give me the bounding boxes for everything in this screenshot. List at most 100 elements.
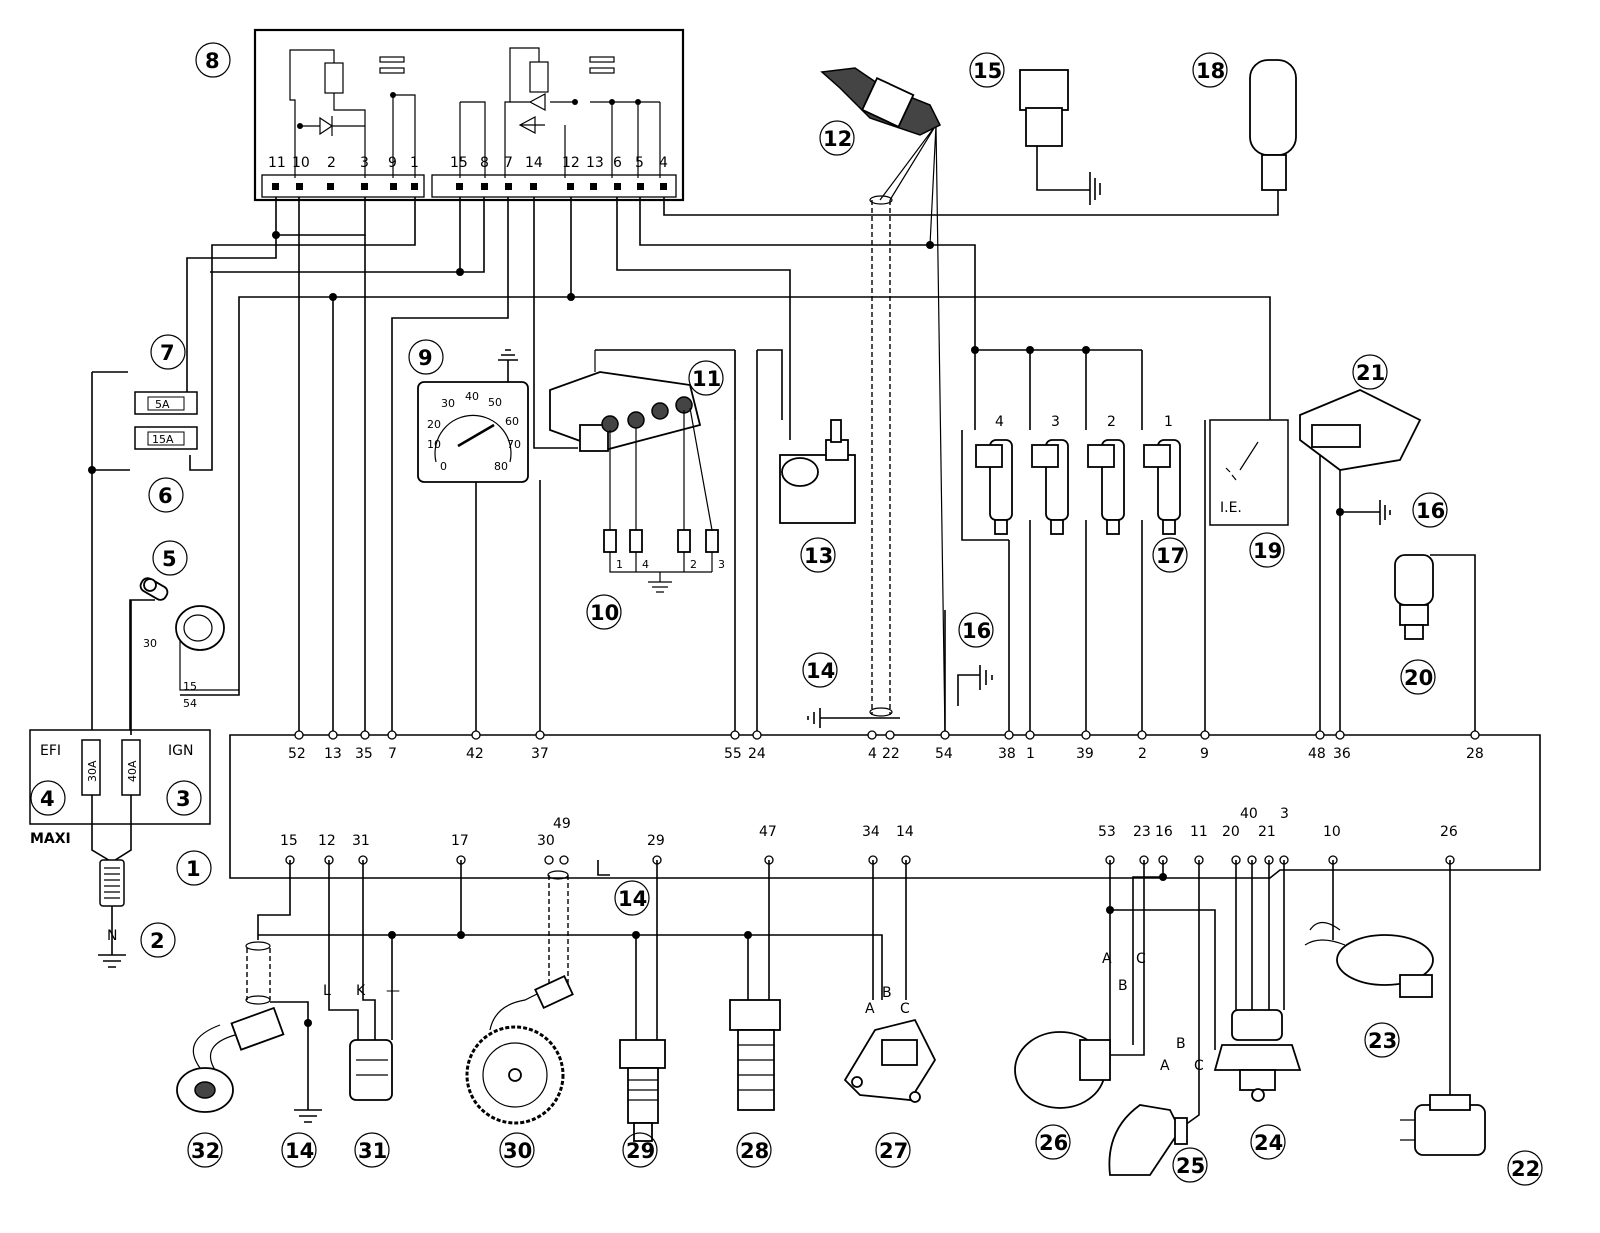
- diagnostic-module: [1299, 389, 1422, 525]
- ecu-pin-52: 52: [288, 746, 306, 762]
- callout-31: 31: [354, 1132, 390, 1168]
- callout-23: 23: [1364, 1022, 1400, 1058]
- ecu-pin-35: 35: [355, 746, 373, 762]
- fuel-injectors: 4 3 2 1: [975, 414, 1181, 535]
- efi-label: EFI: [40, 743, 61, 759]
- relay-pin-3: 3: [360, 155, 369, 171]
- callout-19-text: 19: [1253, 539, 1282, 563]
- ecu-top-terminals: [294, 730, 1480, 740]
- relay-pin-labels: 11 10 2 3 9 1 15 8 7 14 12 13 6 5 4: [268, 155, 668, 171]
- callout-3: 3: [166, 780, 202, 816]
- ground-14-lower: [294, 1109, 322, 1123]
- spark-plugs: 1 4 2 3: [603, 529, 725, 593]
- callout-19: 19: [1249, 532, 1285, 568]
- callout-27-text: 27: [879, 1139, 908, 1163]
- upper-wiring: [88, 124, 1476, 736]
- callout-3-text: 3: [176, 787, 191, 811]
- callout-14b-text: 14: [618, 887, 647, 911]
- callout-28-text: 28: [740, 1139, 769, 1163]
- callout-8: 8: [195, 42, 231, 78]
- ecu-pin-4: 4: [868, 746, 877, 762]
- callout-4-text: 4: [40, 787, 55, 811]
- callout-4: 4: [30, 780, 66, 816]
- callout-14b: 14: [614, 880, 650, 916]
- spark-plug-1-label: 1: [616, 558, 623, 571]
- callout-24: 24: [1250, 1124, 1286, 1160]
- spark-plug-4-label: 4: [642, 558, 649, 571]
- relay-pin-12: 12: [562, 155, 580, 171]
- map-gauge: 0 10 20 30 40 50 60 70 80: [417, 349, 529, 612]
- ecu-box: [229, 734, 1541, 879]
- injector-2: [1087, 439, 1125, 535]
- ign-terminal-30: 30: [143, 637, 157, 650]
- fuel-pump: [779, 419, 856, 524]
- callout-16a: 16: [958, 612, 994, 648]
- injector-3: [1031, 439, 1069, 535]
- lower-wiring: [245, 860, 1451, 1126]
- callout-29-text: 29: [626, 1139, 655, 1163]
- battery-negative-label: N: [107, 928, 117, 944]
- ecu-pin-38: 38: [998, 746, 1016, 762]
- callout-15-text: 15: [973, 59, 1002, 83]
- callout-5-text: 5: [162, 547, 177, 571]
- callout-32: 32: [187, 1132, 223, 1168]
- gauge-scale-80: 80: [494, 460, 508, 473]
- callout-26: 26: [1035, 1124, 1071, 1160]
- wire-letter-l: L: [323, 983, 331, 999]
- throttle-position-sensor: A B C: [843, 985, 937, 1103]
- callout-9-text: 9: [418, 346, 433, 370]
- callout-11: 11: [688, 360, 724, 396]
- sensor-31: L K —: [323, 983, 400, 1101]
- temperature-sensor-29: [619, 1039, 666, 1142]
- fuse-5a-label: 5A: [155, 398, 170, 411]
- injection-warning-lamp: I.E.: [1209, 419, 1289, 526]
- callout-11-text: 11: [692, 367, 721, 391]
- ecu-pin-b31: 31: [352, 833, 370, 849]
- callout-20: 20: [1400, 659, 1436, 695]
- ecu-pin-b29: 29: [647, 833, 665, 849]
- relay-pin-4: 4: [659, 155, 668, 171]
- relay-pin-9: 9: [388, 155, 397, 171]
- callout-13: 13: [800, 537, 836, 573]
- callout-18-text: 18: [1196, 59, 1225, 83]
- ecu-pin-b16: 16: [1155, 824, 1173, 840]
- sensor26-wire-c: C: [1136, 951, 1146, 967]
- injector-1-label: 1: [1164, 414, 1173, 430]
- ign-label: IGN: [168, 743, 193, 759]
- callout-6-text: 6: [158, 484, 173, 508]
- callout-23-text: 23: [1368, 1029, 1397, 1053]
- callout-26-text: 26: [1039, 1131, 1068, 1155]
- temperature-sensor-28: [729, 999, 781, 1111]
- callout-30-text: 30: [503, 1139, 532, 1163]
- callout-6: 6: [148, 477, 184, 513]
- gauge-scale-20: 20: [427, 418, 441, 431]
- callout-17: 17: [1152, 537, 1188, 573]
- callout-25: 25: [1172, 1147, 1208, 1183]
- ecu-pin-22: 22: [882, 746, 900, 762]
- ground-14-upper: [807, 708, 821, 728]
- relay-pin-2: 2: [327, 155, 336, 171]
- ecu-pin-1: 1: [1026, 746, 1035, 762]
- coolant-temp-sensor: [820, 67, 942, 136]
- tps-wire-c: C: [900, 1001, 910, 1017]
- callout-2-text: 2: [150, 929, 165, 953]
- ignition-coil: 1 4 2 3: [549, 350, 736, 593]
- callout-12: 12: [819, 120, 855, 156]
- relay-pin-15: 15: [450, 155, 468, 171]
- callout-25-text: 25: [1176, 1154, 1205, 1178]
- callout-29: 29: [622, 1132, 658, 1168]
- ecu-pin-b53: 53: [1098, 824, 1116, 840]
- ecu-pin-b26: 26: [1440, 824, 1458, 840]
- ground-16-lower: [979, 665, 993, 690]
- wire-letter-dash: —: [386, 983, 400, 999]
- ecu-pin-b12: 12: [318, 833, 336, 849]
- callout-10: 10: [586, 594, 622, 630]
- callout-1: 1: [176, 850, 212, 886]
- spark-plug-3-label: 3: [718, 558, 725, 571]
- sensor26-wire-a: A: [1102, 951, 1112, 967]
- callout-24-text: 24: [1254, 1131, 1283, 1155]
- ecu-top-pin-labels: 52 13 35 7 42 37 55 24 4 22 54 38 1 39 2…: [288, 746, 1484, 762]
- ecu-pin-b34: 34: [862, 824, 880, 840]
- spark-plug-2-label: 2: [690, 558, 697, 571]
- idle-actuator-26: A B C: [1014, 951, 1146, 1109]
